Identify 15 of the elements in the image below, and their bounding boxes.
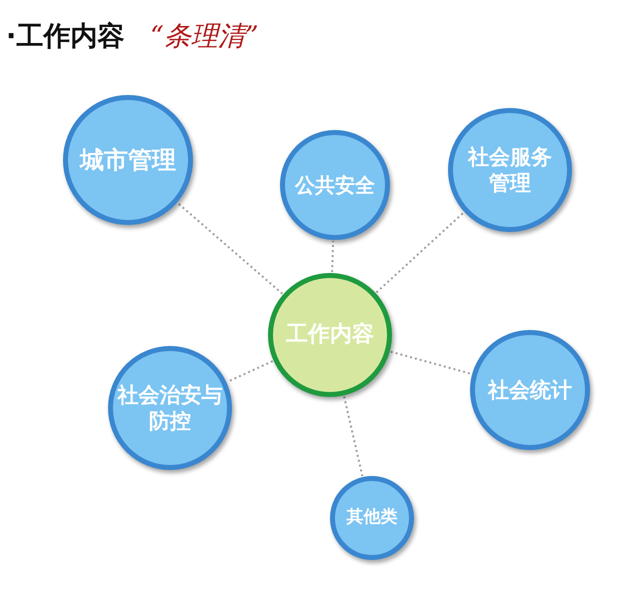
circle-label: 城市管理 — [80, 145, 176, 175]
connector-line — [226, 360, 274, 383]
circle-label: 公共安全 — [295, 172, 375, 198]
circle-label: 社会服务管理 — [467, 144, 553, 196]
connector-line — [376, 212, 464, 294]
connector-line — [390, 350, 472, 375]
circle-label: 工作内容 — [286, 321, 374, 349]
connector-line — [331, 240, 334, 272]
heading: ·工作内容 — [6, 20, 124, 54]
circle-label: 社会统计 — [488, 376, 572, 404]
connector-line — [177, 202, 284, 294]
heading-emphasis: “条理清” — [150, 20, 259, 54]
connector-line — [343, 396, 364, 476]
circle-label: 社会治安与防控 — [116, 382, 224, 434]
circle-label: 其他类 — [346, 507, 398, 529]
